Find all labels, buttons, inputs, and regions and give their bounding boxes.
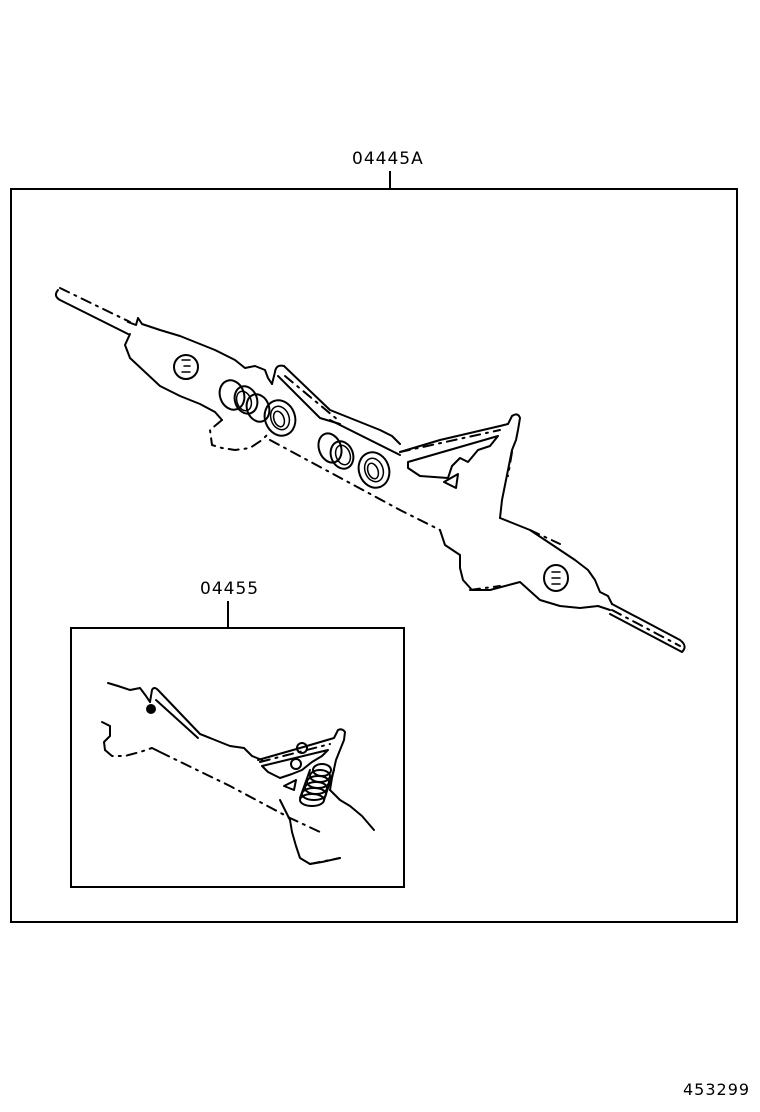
seal-ring-1 — [218, 379, 246, 411]
inner-small-seal — [146, 704, 156, 714]
left-tie-rod — [54, 289, 129, 335]
rack-housing-outline — [127, 317, 273, 385]
inner-pinion-housing — [257, 728, 346, 791]
left-label-plate — [173, 354, 199, 380]
illustration-number: 453299 — [683, 1080, 751, 1099]
right-label-plate — [543, 564, 569, 592]
alignment-mark — [443, 473, 459, 489]
seal-ring-4 — [317, 432, 343, 464]
kit-boundary-outer — [10, 188, 738, 923]
seal-ring-3 — [245, 393, 271, 423]
valve-bracket — [271, 364, 401, 445]
seal-ring-5 — [329, 440, 355, 470]
right-tie-rod — [609, 603, 686, 653]
inner-seal-b — [290, 758, 302, 770]
part-number-label-inner: 04455 — [200, 579, 260, 599]
leader-line-inner — [227, 601, 229, 628]
leader-line-outer — [389, 171, 391, 189]
part-number-label-outer: 04445A — [352, 149, 424, 169]
oil-seal-1 — [263, 399, 297, 437]
inner-rack-housing — [107, 682, 151, 703]
inner-seal-a — [296, 742, 308, 754]
seal-ring-2 — [233, 385, 259, 415]
kit-boundary-inner — [70, 627, 405, 888]
pinion-housing — [399, 413, 521, 519]
oil-seal-2 — [357, 451, 391, 489]
inner-spring-stack — [299, 763, 335, 807]
